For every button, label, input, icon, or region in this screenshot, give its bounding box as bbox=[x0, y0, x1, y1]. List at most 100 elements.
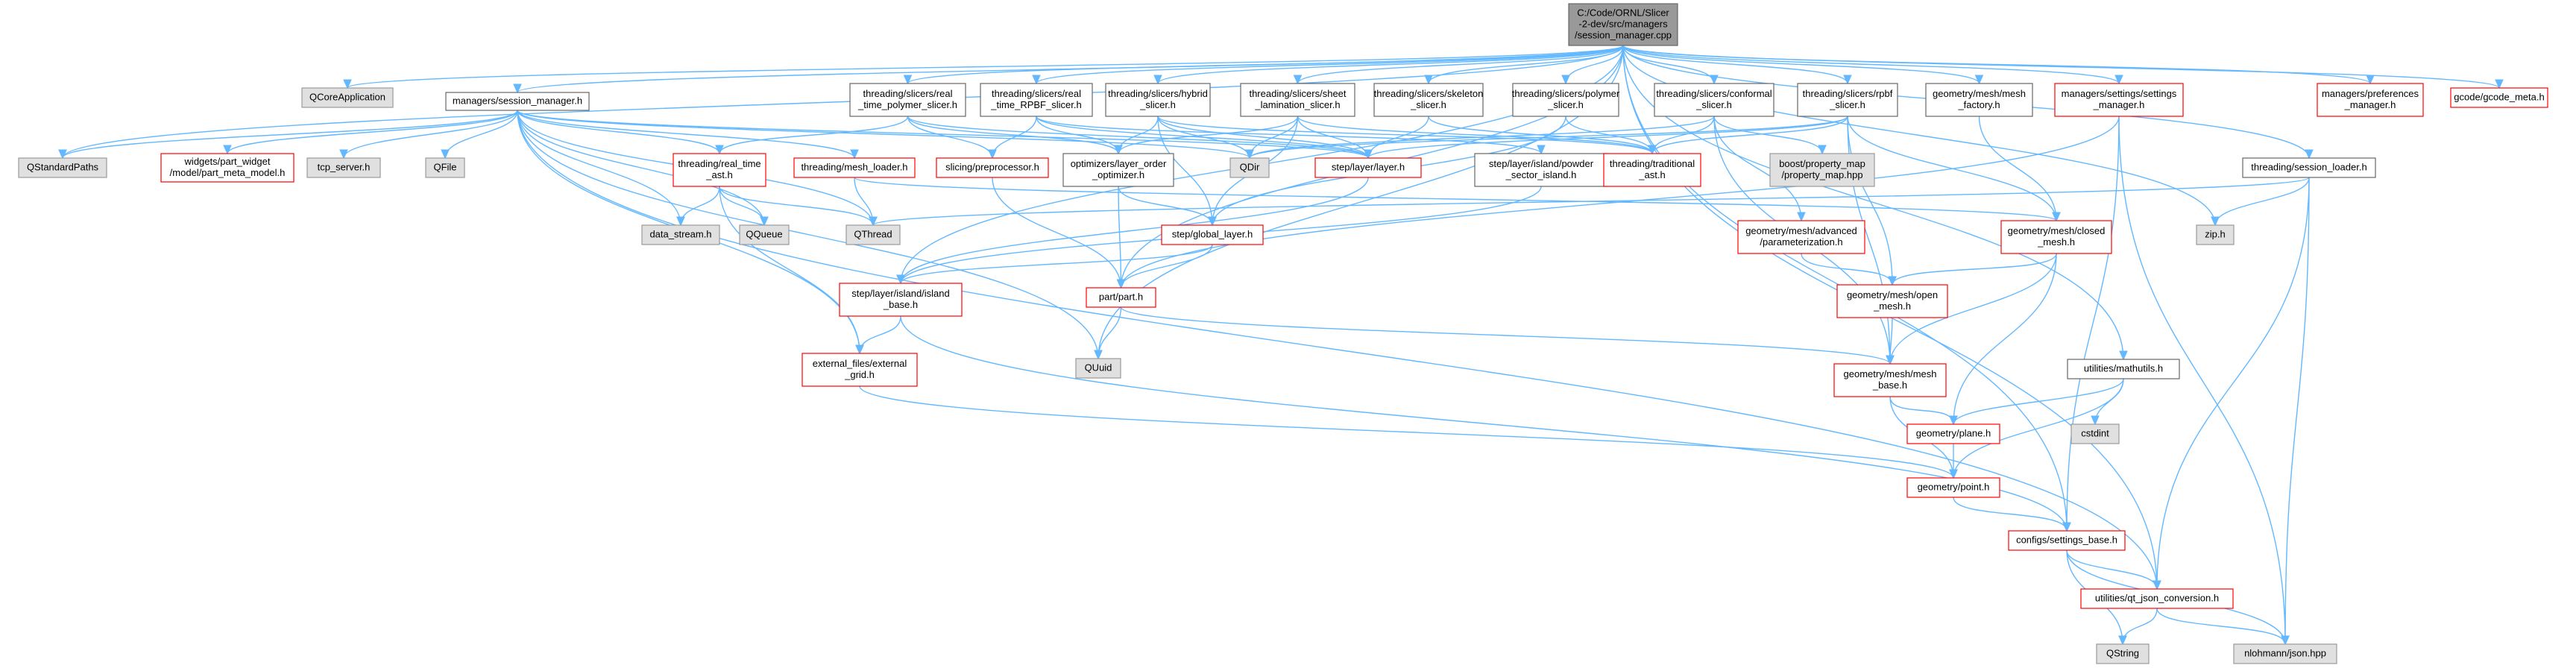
node-tcp[interactable]: tcp_server.h bbox=[306, 157, 381, 178]
node-settings_mgr[interactable]: managers/settings/settings_manager.h bbox=[2054, 83, 2184, 117]
edge-root-to-mathutils bbox=[1622, 45, 2123, 359]
node-data_stream[interactable]: data_stream.h bbox=[641, 224, 720, 245]
edge-root-to-zip bbox=[1622, 45, 2215, 225]
node-sm_h[interactable]: managers/session_manager.h bbox=[445, 92, 590, 111]
node-label-line: gcode/gcode_meta.h bbox=[2454, 92, 2544, 103]
node-nlohmann[interactable]: nlohmann/json.hpp bbox=[2233, 643, 2337, 664]
edge-rt_polymer-to-layer_order bbox=[907, 116, 1119, 154]
node-label-line: part/part.h bbox=[1099, 292, 1143, 303]
node-conformal[interactable]: threading/slicers/conformal_slicer.h bbox=[1654, 83, 1774, 117]
node-label-line: threading/slicers/rpbf bbox=[1803, 88, 1893, 99]
edge-sm_h-to-qfile bbox=[445, 110, 518, 158]
node-ext_grid[interactable]: external_files/external_grid.h bbox=[802, 353, 918, 387]
node-session_loader[interactable]: threading/session_loader.h bbox=[2242, 157, 2376, 178]
node-gcode_meta[interactable]: gcode/gcode_meta.h bbox=[2450, 87, 2548, 108]
node-qfile[interactable]: QFile bbox=[425, 157, 465, 178]
node-open_mesh[interactable]: geometry/mesh/open_mesh.h bbox=[1836, 284, 1948, 318]
node-rpbf[interactable]: threading/slicers/rpbf_slicer.h bbox=[1797, 83, 1898, 117]
node-rt_ast[interactable]: threading/real_time_ast.h bbox=[673, 153, 766, 187]
node-box bbox=[1240, 83, 1355, 117]
node-box bbox=[2242, 157, 2376, 178]
node-slicing_pre[interactable]: slicing/preprocessor.h bbox=[936, 157, 1049, 178]
node-label-line: geometry/plane.h bbox=[1916, 428, 1991, 439]
node-part[interactable]: part/part.h bbox=[1086, 287, 1156, 308]
node-box bbox=[1062, 153, 1174, 187]
node-powder[interactable]: step/layer/island/powder_sector_island.h bbox=[1474, 153, 1608, 187]
node-label-line: threading/traditional bbox=[1610, 158, 1695, 169]
edge-root-to-rpbf bbox=[1622, 45, 1848, 84]
edge-closed_mesh-to-open_mesh bbox=[1892, 253, 2057, 285]
edges-layer bbox=[63, 45, 2499, 644]
node-box bbox=[1769, 153, 1875, 187]
node-box bbox=[2233, 643, 2337, 664]
node-qdir[interactable]: QDir bbox=[1229, 157, 1270, 178]
node-param[interactable]: geometry/mesh/advanced/parameterization.… bbox=[1737, 220, 1865, 254]
node-cstdint[interactable]: cstdint bbox=[2070, 423, 2120, 444]
node-label-line: threading/slicers/real bbox=[863, 88, 953, 99]
node-label-line: /model/part_meta_model.h bbox=[170, 167, 286, 178]
node-label-line: optimizers/layer_order bbox=[1071, 158, 1167, 169]
node-label-line: _base.h bbox=[1872, 379, 1907, 391]
edge-root-to-polymer bbox=[1566, 45, 1624, 84]
node-mesh_loader[interactable]: threading/mesh_loader.h bbox=[793, 157, 916, 178]
edge-root-to-settings_mgr bbox=[1622, 45, 2119, 84]
node-zip[interactable]: zip.h bbox=[2196, 224, 2235, 245]
node-label-line: managers/settings/settings bbox=[2062, 88, 2177, 99]
node-step_layer[interactable]: step/layer/layer.h bbox=[1314, 157, 1422, 178]
node-qt_json[interactable]: utilities/qt_json_conversion.h bbox=[2080, 588, 2234, 609]
node-mesh_factory[interactable]: geometry/mesh/mesh_factory.h bbox=[1925, 83, 2033, 117]
node-label-line: -2-dev/src/managers bbox=[1578, 19, 1668, 30]
edge-root-to-mesh_factory bbox=[1622, 45, 1980, 84]
node-point[interactable]: geometry/point.h bbox=[1906, 477, 2000, 498]
node-closed_mesh[interactable]: geometry/mesh/closed_mesh.h bbox=[2000, 220, 2112, 254]
node-label-line: threading/slicers/conformal bbox=[1656, 88, 1772, 99]
node-quuid[interactable]: QUuid bbox=[1075, 358, 1121, 379]
node-label-line: configs/settings_base.h bbox=[2016, 535, 2117, 546]
node-polymer[interactable]: threading/slicers/polymer_slicer.h bbox=[1512, 83, 1620, 117]
edge-rt_ast-to-data_stream bbox=[681, 186, 720, 225]
edge-root-to-rt_polymer bbox=[908, 45, 1624, 84]
node-box bbox=[2196, 224, 2235, 245]
node-mathutils[interactable]: utilities/mathutils.h bbox=[2067, 359, 2180, 379]
node-trad_ast[interactable]: threading/traditional_ast.h bbox=[1603, 153, 1701, 187]
node-box bbox=[1474, 153, 1608, 187]
node-qcoreapp[interactable]: QCoreApplication bbox=[301, 87, 394, 108]
node-label-line: zip.h bbox=[2205, 229, 2225, 240]
node-mesh_base[interactable]: geometry/mesh/mesh_base.h bbox=[1833, 363, 1947, 397]
node-qstring[interactable]: QString bbox=[2096, 643, 2150, 664]
node-label-line: _manager.h bbox=[2344, 99, 2396, 110]
node-settings_base[interactable]: configs/settings_base.h bbox=[2008, 530, 2126, 551]
edge-sm_h-to-mesh_loader bbox=[517, 110, 854, 158]
node-box bbox=[802, 353, 918, 387]
node-qthread[interactable]: QThread bbox=[845, 224, 901, 245]
edge-session_loader-to-qt_json bbox=[2157, 177, 2310, 589]
node-qstdpaths[interactable]: QStandardPaths bbox=[18, 157, 107, 178]
edge-root-to-sheet bbox=[1298, 45, 1624, 84]
node-label-line: _factory.h bbox=[1957, 99, 2000, 110]
node-rt_polymer[interactable]: threading/slicers/real_time_polymer_slic… bbox=[849, 83, 966, 117]
node-label-line: _mesh.h bbox=[2037, 236, 2075, 248]
node-skeleton[interactable]: threading/slicers/skeleton_slicer.h bbox=[1373, 83, 1484, 117]
edge-part-to-quuid bbox=[1098, 306, 1122, 359]
node-layer_order[interactable]: optimizers/layer_order_optimizer.h bbox=[1062, 153, 1174, 187]
node-qqueue[interactable]: QQueue bbox=[739, 224, 790, 245]
node-root[interactable]: C:/Code/ORNL/Slicer-2-dev/src/managers/s… bbox=[1568, 3, 1678, 46]
node-boost_pm[interactable]: boost/property_map/property_map.hpp bbox=[1769, 153, 1875, 187]
node-plane[interactable]: geometry/plane.h bbox=[1906, 423, 2000, 444]
node-label-line: managers/preferences bbox=[2322, 88, 2419, 99]
node-island_base[interactable]: step/layer/island/island_base.h bbox=[839, 283, 963, 317]
node-rt_rpbf[interactable]: threading/slicers/real_time_RPBF_slicer.… bbox=[980, 83, 1093, 117]
edge-sm_h-to-qstdpaths bbox=[63, 110, 518, 158]
node-label-line: _sector_island.h bbox=[1505, 169, 1577, 180]
node-label-line: step/layer/island/powder bbox=[1489, 158, 1594, 169]
node-hybrid[interactable]: threading/slicers/hybrid_slicer.h bbox=[1105, 83, 1211, 117]
node-global_layer[interactable]: step/global_layer.h bbox=[1161, 224, 1264, 245]
edge-ext_grid-to-point bbox=[859, 385, 1953, 478]
node-label-line: geometry/mesh/advanced bbox=[1745, 225, 1857, 236]
node-prefs_mgr[interactable]: managers/preferences_manager.h bbox=[2317, 83, 2424, 117]
node-sheet[interactable]: threading/slicers/sheet_lamination_slice… bbox=[1240, 83, 1355, 117]
node-box bbox=[2070, 423, 2120, 444]
node-box bbox=[160, 153, 295, 183]
edge-step_layer-to-island_base bbox=[901, 177, 1369, 283]
node-part_meta[interactable]: widgets/part_widget/model/part_meta_mode… bbox=[160, 153, 295, 183]
